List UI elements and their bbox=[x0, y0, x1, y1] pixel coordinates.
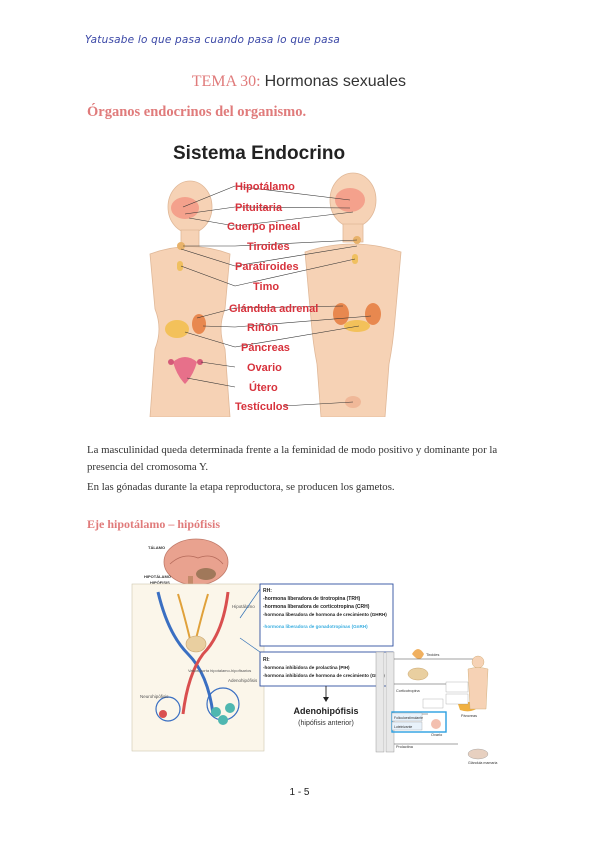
leader-lines bbox=[180, 185, 372, 407]
male-kidney-right bbox=[365, 303, 381, 325]
brain-label-hipotalamo: HIPOTÁLAMO bbox=[144, 574, 171, 579]
adeno-subtitle: (hipófisis anterior) bbox=[298, 720, 354, 727]
flow-label-luteinizante: Luteinizante bbox=[394, 725, 412, 729]
schematic-label-neurohipofisis: Neurohipófisis bbox=[140, 694, 169, 699]
section-heading-endocrine-organs: Órganos endocrinos del organismo. bbox=[87, 104, 307, 120]
figure-title: Sistema Endocrino bbox=[173, 143, 345, 164]
flow-label-corticotropina: Corticotropina bbox=[396, 689, 421, 693]
flow-label-pancreas: Páncreas bbox=[461, 714, 477, 718]
rh-line-gnrh: -hormona liberadora de gonadotropinas (G… bbox=[263, 624, 368, 629]
female-kidney bbox=[192, 314, 206, 334]
female-thymus bbox=[177, 261, 183, 271]
label-tiroides: Tiroides bbox=[247, 241, 290, 253]
arrow-head bbox=[323, 697, 329, 702]
rh-line-1: -hormona liberadora de tirotropina (TRH) bbox=[263, 596, 361, 602]
label-pituitaria: Pituitaria bbox=[235, 202, 283, 214]
label-timo: Timo bbox=[253, 281, 279, 293]
connector-ri bbox=[239, 637, 261, 653]
topic-name: Hormonas sexuales bbox=[264, 73, 406, 90]
female-body bbox=[149, 180, 231, 417]
section-heading-hypothalamic-axis: Eje hipotálamo – hipófisis bbox=[87, 517, 221, 531]
ri-line-1: -hormona inhibidora de prolactina (PIH) bbox=[263, 665, 350, 670]
female-ovary-left bbox=[168, 359, 174, 365]
flow-label-tiroides: Tiroides bbox=[426, 653, 439, 657]
schematic-label-hipotalamo: Hipotálamo bbox=[232, 604, 255, 609]
rh-box bbox=[259, 583, 394, 647]
hormone-flow-diagram bbox=[375, 649, 489, 760]
hypothalamic-pituitary-figure: TÁLAMO HIPOTÁLAMO HIPÓFISIS Hipotálamo V… bbox=[131, 538, 497, 765]
label-rinon: Riñón bbox=[247, 322, 278, 334]
page-title: TEMA 30: Hormonas sexuales bbox=[0, 73, 599, 91]
ri-box bbox=[259, 651, 394, 687]
rh-title: RH: bbox=[263, 588, 272, 594]
schematic-label-vasos-porta: Vasos porta hipotalamo-hipofisarios bbox=[188, 668, 251, 673]
page-number: 1 - 5 bbox=[289, 787, 310, 798]
adeno-title: Adenohipófisis bbox=[294, 706, 359, 716]
male-pancreas bbox=[344, 320, 370, 332]
schematic-label-adenohipofisis: Adenohipófisis bbox=[228, 678, 258, 683]
page-header-tagline: Yatusabe lo que pasa cuando pasa lo que … bbox=[85, 34, 341, 46]
label-testiculos: Testículos bbox=[235, 401, 289, 413]
ri-line-2: -hormona inhibidora de hormona de crecim… bbox=[263, 673, 385, 678]
brain-illustration bbox=[163, 538, 229, 586]
label-ovario: Ovario bbox=[247, 362, 282, 374]
label-hipotalamo: Hipotálamo bbox=[235, 181, 295, 193]
label-utero: Útero bbox=[249, 381, 278, 394]
label-glandula-adrenal: Glándula adrenal bbox=[229, 303, 318, 315]
label-paratiroides: Paratiroides bbox=[235, 261, 299, 273]
connector-rh bbox=[239, 588, 261, 619]
flow-label-ovario: Ovario bbox=[431, 733, 442, 737]
label-cuerpo-pineal: Cuerpo pineal bbox=[227, 221, 300, 233]
endocrine-system-figure: Sistema Endocrino Hipotálamo bbox=[149, 143, 402, 417]
rh-line-2: -hormona liberadora de corticotropina (C… bbox=[263, 604, 370, 610]
flow-label-glandula-mamaria: Glándula mamaria bbox=[468, 761, 497, 765]
female-uterus bbox=[173, 357, 197, 384]
brain-label-hipofisis: HIPÓFISIS bbox=[150, 580, 170, 585]
female-pancreas bbox=[165, 320, 189, 338]
paragraph-masculinity: La masculinidad queda determinada frente… bbox=[87, 444, 498, 473]
paragraph-gonads: En las gónadas durante la etapa reproduc… bbox=[87, 481, 395, 493]
label-pancreas: Páncreas bbox=[241, 342, 290, 354]
flow-label-foliculoestimulante: Foliculoestimulante bbox=[394, 716, 423, 720]
portal-vessels bbox=[155, 591, 240, 725]
brain-label-talamo: TÁLAMO bbox=[148, 545, 165, 550]
flow-label-prolactina: Prolactina bbox=[396, 745, 414, 749]
male-kidney-left bbox=[333, 303, 349, 325]
female-ovary-right bbox=[197, 359, 203, 365]
female-brain bbox=[171, 197, 199, 219]
ri-title: RI: bbox=[263, 657, 270, 663]
rh-line-3: -hormona liberadora de hormona de crecim… bbox=[263, 612, 387, 617]
topic-number: TEMA 30: bbox=[191, 73, 261, 90]
female-thyroid bbox=[177, 242, 185, 250]
